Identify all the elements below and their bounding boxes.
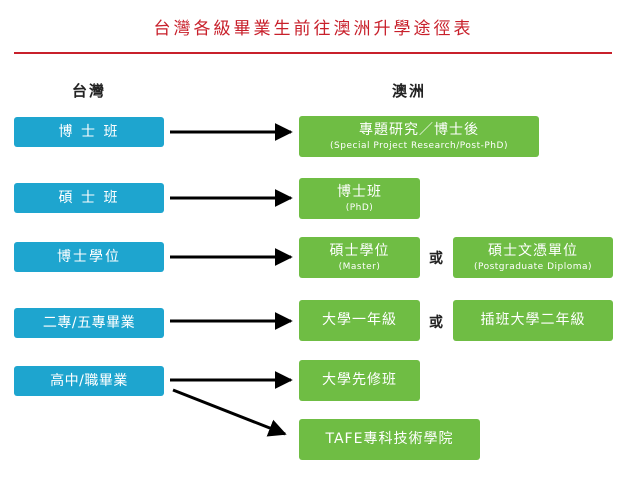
or-connector: 或 [429,315,443,331]
dest-masters: 碩士學位 (Master) [299,237,420,278]
arrow-highschool-to-tafe [172,388,287,437]
dest-phd: 博士班 (PhD) [299,178,420,219]
dest-post-phd: 專題研究／博士後 (Special Project Research/Post-… [299,116,539,157]
title-divider [14,52,612,54]
source-masters-program: 碩 士 班 [14,183,164,213]
page-title: 台灣各級畢業生前往澳洲升學途徑表 [153,19,474,39]
source-junior-college: 二專/五專畢業 [14,308,164,338]
dest-phd-label: 博士班 [337,183,382,200]
dest-university-year1: 大學一年級 [299,300,420,341]
dest-masters-label: 碩士學位 [329,242,390,259]
source-high-school: 高中/職畢業 [14,366,164,396]
dest-university-year2-transfer-label: 插班大學二年級 [480,312,586,329]
dest-postgrad-diploma-sub: (Postgraduate Diploma) [473,261,593,272]
dest-masters-sub: (Master) [338,261,381,272]
dest-tafe: TAFE專科技術學院 [299,419,480,460]
right-column-header: 澳洲 [392,82,427,100]
dest-post-phd-label: 專題研究／博士後 [359,121,479,138]
left-column-header: 台灣 [72,82,107,100]
dest-university-year2-transfer: 插班大學二年級 [453,300,613,341]
dest-post-phd-sub: (Special Project Research/Post-PhD) [330,140,508,151]
dest-foundation-program: 大學先修班 [299,360,420,401]
dest-university-year1-label: 大學一年級 [322,312,397,329]
source-phd-program: 博 士 班 [14,117,164,147]
dest-phd-sub: (PhD) [345,202,374,213]
source-doctorate-degree: 博士學位 [14,242,164,272]
dest-foundation-program-label: 大學先修班 [322,372,397,389]
dest-tafe-label: TAFE專科技術學院 [325,431,454,448]
dest-postgrad-diploma-label: 碩士文憑單位 [488,242,578,259]
or-connector: 或 [429,251,443,267]
dest-postgrad-diploma: 碩士文憑單位 (Postgraduate Diploma) [453,237,613,278]
